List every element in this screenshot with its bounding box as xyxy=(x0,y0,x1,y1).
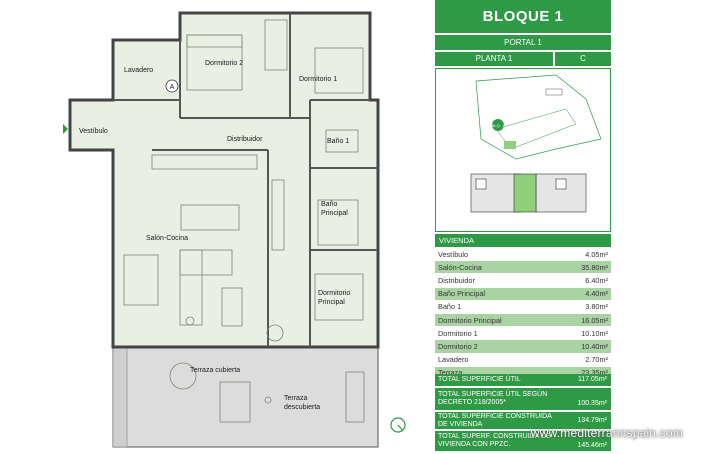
unit-letter: C xyxy=(555,52,611,66)
room-area: 3.80m² xyxy=(554,300,611,314)
info-sheet: BLOQUE 1 PORTAL 1 PLANTA 1 C BLQ. 1 VIVI… xyxy=(435,0,611,454)
room-label-bano-principal: Baño xyxy=(321,201,337,208)
total-label: TOTAL SUPERFICIE ÚTIL SEGÚN DECRETO 218/… xyxy=(438,391,548,406)
total-label: TOTAL SUPERF. CONSTRUIDA DE VIVIENDA CON… xyxy=(438,433,551,448)
room-area: 4.05m² xyxy=(554,248,611,262)
watermark: www.mediterrannspain.com xyxy=(530,426,683,440)
terrace-planter xyxy=(112,346,128,448)
room-area: 2.70m² xyxy=(554,353,611,367)
site-map: BLQ. 1 xyxy=(470,74,602,213)
total-value: 100.35m² xyxy=(577,400,607,407)
total-label: TOTAL SUPERFICIE CONSTRUIDA DE VIVIENDA xyxy=(438,413,552,428)
block-title: BLOQUE 1 xyxy=(435,0,611,33)
total-value: 117.05m² xyxy=(577,376,607,383)
room-name: Lavadero xyxy=(435,353,555,367)
room-area: 35.80m² xyxy=(554,260,611,275)
location-maps: BLQ. 1 xyxy=(435,68,611,232)
washer-symbol: A xyxy=(170,84,175,91)
room-label-dormitorio-2: Dormitorio 2 xyxy=(205,60,243,67)
room-label-terraza-descubierta-2: descubierta xyxy=(284,404,320,411)
block-marker-icon xyxy=(492,119,504,131)
room-name: Dormitorio 1 xyxy=(435,326,555,341)
room-name: Dormitorio Principal xyxy=(435,313,555,328)
room-label-bano-principal-2: Principal xyxy=(321,210,348,217)
floor-plan: A Lavadero Dormitorio 2 Dormitorio 1 Ves… xyxy=(63,11,406,448)
room-name: Baño Principal xyxy=(435,287,555,301)
room-label-lavadero: Lavadero xyxy=(124,67,153,74)
room-area: 16.05m² xyxy=(554,313,611,328)
room-label-salon-cocina: Salón-Cocina xyxy=(146,235,188,242)
room-name: Vestíbulo xyxy=(435,248,555,262)
room-label-terraza-cubierta: Terraza cubierta xyxy=(190,367,240,374)
room-label-bano-1: Baño 1 xyxy=(327,138,349,145)
room-label-vestibulo: Vestíbulo xyxy=(79,128,108,135)
room-name: Dormitorio 2 xyxy=(435,339,555,354)
entrance-arrow-icon xyxy=(63,124,68,134)
room-name: Distribuidor xyxy=(435,273,555,288)
total-row: TOTAL SUPERFICIE ÚTIL 117.05m² xyxy=(435,374,611,386)
washer-icon xyxy=(165,79,179,93)
total-value: 134.79m² xyxy=(577,417,607,424)
floor-label: PLANTA 1 xyxy=(435,52,553,66)
total-label: TOTAL SUPERFICIE ÚTIL xyxy=(438,376,521,383)
room-name: Baño 1 xyxy=(435,300,555,314)
block-marker-label: BLQ. 1 xyxy=(492,123,505,128)
vivienda-header: VIVIENDA xyxy=(435,234,611,247)
floor-keyplan xyxy=(470,173,587,213)
room-area: 10.40m² xyxy=(554,339,611,354)
total-row: TOTAL SUPERF. CONSTRUIDA DE VIVIENDA CON… xyxy=(435,431,611,451)
room-label-dormitorio-principal: Dormitorio xyxy=(318,290,350,297)
portal-label: PORTAL 1 xyxy=(435,35,611,50)
room-name: Salón-Cocina xyxy=(435,260,555,275)
room-label-terraza-descubierta: Terraza xyxy=(284,395,307,402)
furniture xyxy=(123,19,365,423)
total-row: TOTAL SUPERFICIE ÚTIL SEGÚN DECRETO 218/… xyxy=(435,388,611,410)
room-area: 4.40m² xyxy=(554,287,611,301)
room-label-dormitorio-1: Dormitorio 1 xyxy=(299,76,337,83)
total-row: TOTAL SUPERFICIE CONSTRUIDA DE VIVIENDA … xyxy=(435,412,611,429)
compass-icon xyxy=(390,417,406,433)
room-label-distribuidor: Distribuidor xyxy=(227,136,263,143)
room-label-dormitorio-principal-2: Principal xyxy=(318,299,345,306)
room-area: 10.10m² xyxy=(554,326,611,341)
total-value: 145.46m² xyxy=(577,442,607,449)
interior-walls xyxy=(113,13,378,347)
terrace-area xyxy=(112,346,379,448)
room-area: 6.40m² xyxy=(554,273,611,288)
